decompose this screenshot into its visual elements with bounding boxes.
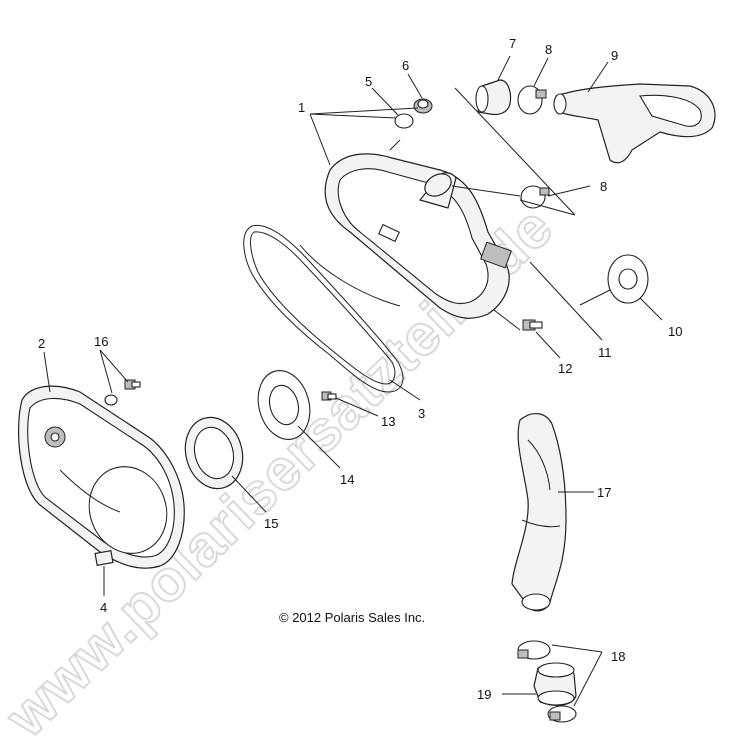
bolt-cover bbox=[522, 319, 543, 331]
callout-17: 17 bbox=[597, 485, 611, 500]
inner-clutch-cover bbox=[299, 153, 512, 319]
seal-ring bbox=[184, 416, 244, 490]
callout-5: 5 bbox=[365, 74, 372, 89]
duct-coupler bbox=[475, 79, 512, 116]
clamp-lower bbox=[547, 705, 577, 723]
callout-18: 18 bbox=[611, 649, 625, 664]
callout-13: 13 bbox=[381, 414, 395, 429]
callout-15: 15 bbox=[264, 516, 278, 531]
outer-clutch-cover bbox=[17, 385, 185, 569]
callout-16: 16 bbox=[94, 334, 108, 349]
decal-label bbox=[94, 550, 114, 566]
drive-belt bbox=[243, 224, 404, 393]
adapter-boot bbox=[533, 662, 577, 706]
callout-9: 9 bbox=[611, 48, 618, 63]
callout-2: 2 bbox=[38, 336, 45, 351]
callout-12: 12 bbox=[558, 361, 572, 376]
callout-3: 3 bbox=[418, 406, 425, 421]
callout-8-lower: 8 bbox=[600, 179, 607, 194]
leader-lines bbox=[43, 55, 663, 707]
plug bbox=[413, 98, 433, 114]
callout-4: 4 bbox=[100, 600, 107, 615]
copyright-text: © 2012 Polaris Sales Inc. bbox=[279, 610, 425, 625]
callout-11: 11 bbox=[598, 345, 612, 360]
callout-6: 6 bbox=[402, 58, 409, 73]
exhaust-duct bbox=[511, 413, 567, 612]
washer-screw bbox=[104, 379, 141, 406]
retainer-plate bbox=[257, 370, 311, 440]
gasket bbox=[607, 254, 649, 304]
callout-1: 1 bbox=[298, 100, 305, 115]
callout-8-upper: 8 bbox=[545, 42, 552, 57]
callout-numbers: 1 2 3 4 5 6 7 8 9 8 10 11 12 13 14 15 16… bbox=[38, 36, 682, 702]
callout-7: 7 bbox=[509, 36, 516, 51]
hose-clamp-lower bbox=[520, 185, 550, 209]
callout-10: 10 bbox=[668, 324, 682, 339]
callout-14: 14 bbox=[340, 472, 354, 487]
o-ring bbox=[394, 113, 414, 129]
hose-clamp-upper bbox=[517, 85, 547, 115]
intake-duct bbox=[553, 83, 716, 164]
bolt-retainer bbox=[321, 391, 337, 401]
clamp-upper bbox=[517, 640, 551, 660]
callout-19: 19 bbox=[477, 687, 491, 702]
